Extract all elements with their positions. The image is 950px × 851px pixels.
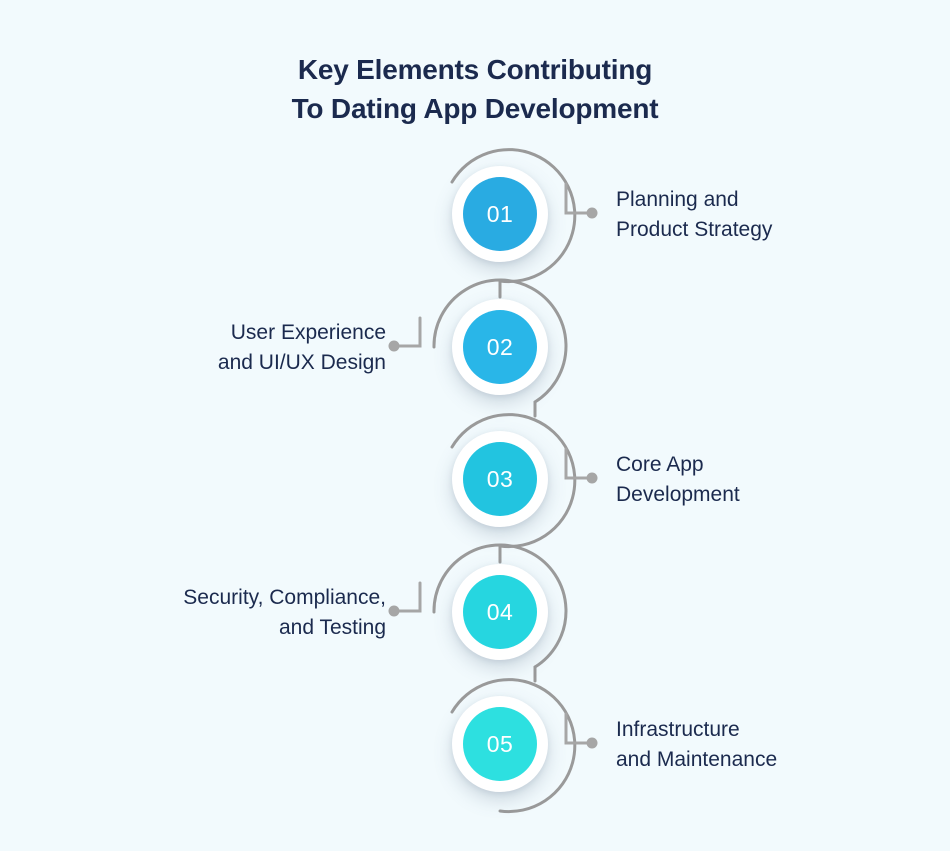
leader-dot-03 — [586, 472, 598, 484]
step-label-02-line-1: User Experience — [230, 321, 386, 344]
step-number-badge-02: 02 — [463, 310, 537, 384]
leader-line-01 — [564, 182, 594, 215]
ring-arc-04 — [432, 543, 568, 669]
leader-line-02 — [392, 316, 422, 348]
step-label-01-line-2: Product Strategy — [616, 218, 773, 241]
leader-dot-02 — [388, 340, 400, 352]
step-label-02: User Experience and UI/UX Design — [218, 318, 386, 378]
leader-dot-04 — [388, 605, 400, 617]
leader-line-05 — [564, 712, 594, 745]
ring-arc-03 — [450, 413, 577, 549]
step-label-03-line-2: Development — [616, 483, 740, 506]
ring-arc-02 — [432, 278, 568, 404]
step-number-badge-01: 01 — [463, 177, 537, 251]
step-number-badge-04: 04 — [463, 575, 537, 649]
step-node-03[interactable]: 03 — [452, 431, 548, 527]
step-number-badge-03: 03 — [463, 442, 537, 516]
step-label-01-line-1: Planning and — [616, 188, 739, 211]
step-number-badge-05: 05 — [463, 707, 537, 781]
step-label-05-line-2: and Maintenance — [616, 748, 778, 771]
page-title: Key Elements Contributing To Dating App … — [0, 50, 950, 128]
step-number-01: 01 — [486, 200, 514, 227]
step-node-01[interactable]: 01 — [452, 166, 548, 262]
leader-line-04 — [392, 581, 422, 613]
step-label-05: Infrastructure and Maintenance — [616, 715, 777, 775]
step-node-05[interactable]: 05 — [452, 696, 548, 792]
step-node-02[interactable]: 02 — [452, 299, 548, 395]
ring-arc-05 — [450, 678, 577, 814]
step-number-02: 02 — [486, 333, 514, 360]
step-label-04-line-1: Security, Compliance, — [183, 586, 386, 609]
ring-arc-01 — [450, 148, 577, 284]
step-label-05-line-1: Infrastructure — [616, 718, 740, 741]
title-line-1: Key Elements Contributing — [297, 54, 653, 85]
step-number-03: 03 — [486, 465, 514, 492]
step-node-04[interactable]: 04 — [452, 564, 548, 660]
step-number-04: 04 — [486, 598, 514, 625]
step-label-02-line-2: and UI/UX Design — [217, 351, 386, 374]
step-label-04: Security, Compliance, and Testing — [183, 583, 386, 643]
leader-dot-05 — [586, 737, 598, 749]
step-number-05: 05 — [486, 730, 514, 757]
step-label-04-line-2: and Testing — [278, 616, 386, 639]
leader-line-03 — [564, 447, 594, 480]
step-label-03-line-1: Core App — [616, 453, 704, 476]
title-line-2: To Dating App Development — [291, 93, 659, 124]
step-label-01: Planning and Product Strategy — [616, 185, 772, 245]
leader-dot-01 — [586, 207, 598, 219]
step-label-03: Core App Development — [616, 450, 740, 510]
